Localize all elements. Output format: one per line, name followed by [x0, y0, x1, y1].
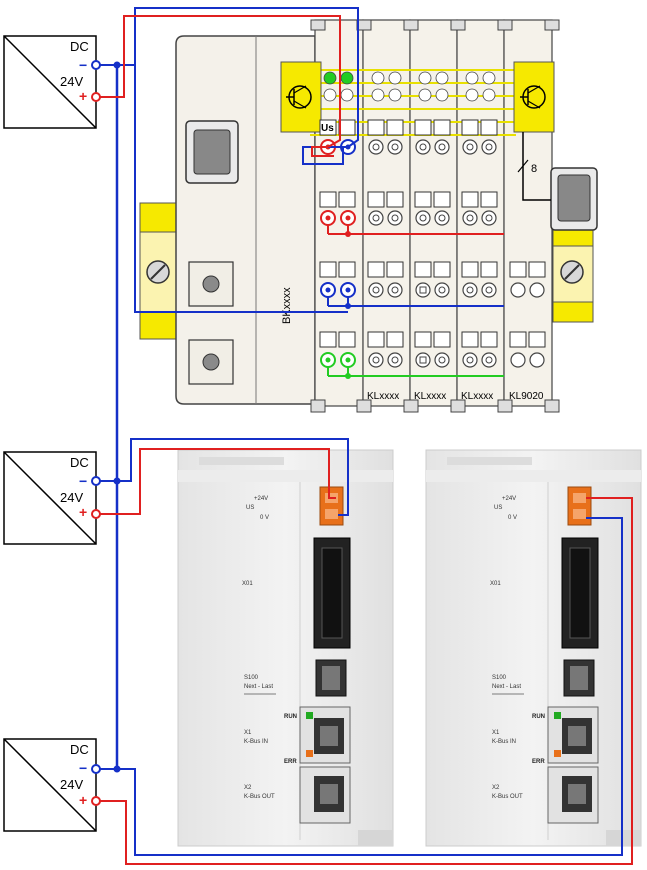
terminal-label-1: KLxxxx — [367, 391, 399, 402]
m2-x1-label: X1 — [492, 730, 500, 736]
ps3-plus-sign: + — [79, 792, 87, 808]
m2-x1-caption: K-Bus IN — [492, 739, 516, 745]
ps2-voltage-label: 24V — [60, 490, 83, 505]
bus-coupler: BKxxxx — [139, 19, 598, 413]
m2-switch-caption: Next - Last — [492, 684, 521, 690]
power-supply-3: DC 24V − + — [3, 738, 101, 832]
m1-x2-label: X2 — [244, 785, 252, 791]
m1-us-label: US — [246, 505, 254, 511]
terminal-label-2: KLxxxx — [414, 391, 446, 402]
m1-us-plus-label: +24V — [254, 496, 268, 502]
m1-switch-caption: Next - Last — [244, 684, 273, 690]
m1-x1-label: X1 — [244, 730, 252, 736]
extension-module-2: +24V US 0 V X01 S100 Next - Last RUN ERR… — [425, 449, 642, 847]
ps1-minus-sign: − — [79, 57, 87, 73]
m1-run-label: RUN — [284, 714, 297, 720]
ps2-positive-wire — [100, 448, 336, 515]
ps3-type-label: DC — [70, 742, 89, 757]
m2-x2-caption: K-Bus OUT — [492, 794, 523, 800]
m2-us-label: US — [494, 505, 502, 511]
ps1-negative-wire — [117, 7, 359, 148]
m2-us-zero-label: 0 V — [508, 515, 517, 521]
m2-err-label: ERR — [532, 759, 545, 765]
ps3-minus-terminal[interactable] — [91, 764, 101, 774]
kbus-cable-count: 8 — [531, 163, 537, 175]
m1-power-connector[interactable] — [319, 486, 344, 526]
m2-connector-label: X01 — [490, 581, 501, 587]
m2-x2-label: X2 — [492, 785, 500, 791]
ps2-negative-wire — [117, 438, 349, 516]
status-led — [323, 71, 337, 85]
m2-power-connector[interactable] — [567, 486, 592, 526]
ps2-type-label: DC — [70, 455, 89, 470]
power-supply-2: DC 24V − + — [3, 451, 101, 545]
ps3-voltage-label: 24V — [60, 777, 83, 792]
ps1-voltage-label: 24V — [60, 74, 83, 89]
ps3-minus-sign: − — [79, 760, 87, 776]
m1-err-label: ERR — [284, 759, 297, 765]
ps2-plus-terminal[interactable] — [91, 509, 101, 519]
m2-us-plus-label: +24V — [502, 496, 516, 502]
ps1-minus-terminal[interactable] — [91, 60, 101, 70]
ps3-negative-wire — [117, 517, 623, 856]
ps3-positive-wire — [100, 497, 633, 865]
terminal-label-4: KL9020 — [509, 391, 544, 402]
terminal-row-4 — [319, 331, 546, 368]
ps2-minus-sign: − — [79, 473, 87, 489]
status-led — [323, 88, 337, 102]
ps1-positive-wire — [100, 15, 341, 148]
m2-switch-label: S100 — [492, 675, 507, 681]
m1-x1-caption: K-Bus IN — [244, 739, 268, 745]
m1-us-zero-label: 0 V — [260, 515, 269, 521]
ps1-plus-sign: + — [79, 88, 87, 104]
power-supply-1: DC 24V − + — [3, 35, 101, 129]
m1-x2-caption: K-Bus OUT — [244, 794, 275, 800]
ps1-plus-terminal[interactable] — [91, 92, 101, 102]
us-label: Us — [321, 123, 334, 134]
status-led — [340, 88, 354, 102]
ps1-type-label: DC — [70, 39, 89, 54]
coupler-label: BKxxxx — [281, 287, 293, 324]
terminal-label-3: KLxxxx — [461, 391, 493, 402]
ps2-minus-terminal[interactable] — [91, 476, 101, 486]
terminal-row-2 — [319, 191, 498, 226]
status-led — [340, 71, 354, 85]
extension-module-1: +24V US 0 V X01 S100 Next - Last RUN ERR… — [177, 449, 394, 847]
m1-switch-label: S100 — [244, 675, 259, 681]
m2-run-label: RUN — [532, 714, 545, 720]
ps2-plus-sign: + — [79, 504, 87, 520]
ps3-plus-terminal[interactable] — [91, 796, 101, 806]
m1-connector-label: X01 — [242, 581, 253, 587]
